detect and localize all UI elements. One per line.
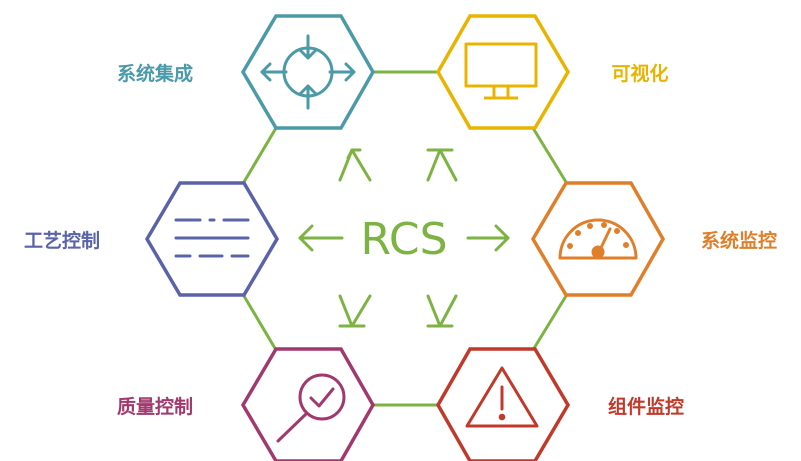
label-system-monitoring: 系统监控 [701,229,777,252]
monitor-icon [464,42,538,100]
connectors [242,70,568,407]
label-process-control: 工艺控制 [24,229,100,252]
process-lines-icon [174,218,250,258]
hexagon-frame [240,14,376,130]
hex-system-monitoring [530,181,666,297]
hexagon-frame [240,347,376,461]
label-component-monitoring: 组件监控 [608,395,684,418]
connector-right-lower [531,295,568,351]
hexagon-frame [530,181,666,297]
connector-right-upper [531,127,568,183]
label-visualization: 可视化 [611,62,668,85]
chevron-up-right-icon [426,148,458,182]
label-system-integration: 系统集成 [117,62,193,85]
center-label: RCS [360,214,447,265]
hexagon-frame [144,181,280,297]
chevron-up-left-icon [338,148,372,182]
connector-left-upper [242,127,278,183]
hex-process-control [144,181,280,297]
warning-icon [465,366,539,428]
hexagon-frame [435,14,571,130]
arrow-right-icon [466,224,510,252]
hex-component-monitoring [435,347,571,461]
chevron-down-right-icon [426,294,458,328]
chevron-down-left-icon [338,294,372,328]
gauge-icon [558,218,638,260]
hex-visualization [435,14,571,130]
hexagon-frame [435,347,571,461]
magnifier-check-icon [276,373,346,443]
center-rcs [298,148,510,328]
hex-quality-control [240,347,376,461]
arrow-left-icon [298,224,344,252]
hex-system-integration [240,14,376,130]
label-quality-control: 质量控制 [117,395,193,418]
connector-left-lower [242,295,278,351]
move-arrows-icon [260,34,356,110]
